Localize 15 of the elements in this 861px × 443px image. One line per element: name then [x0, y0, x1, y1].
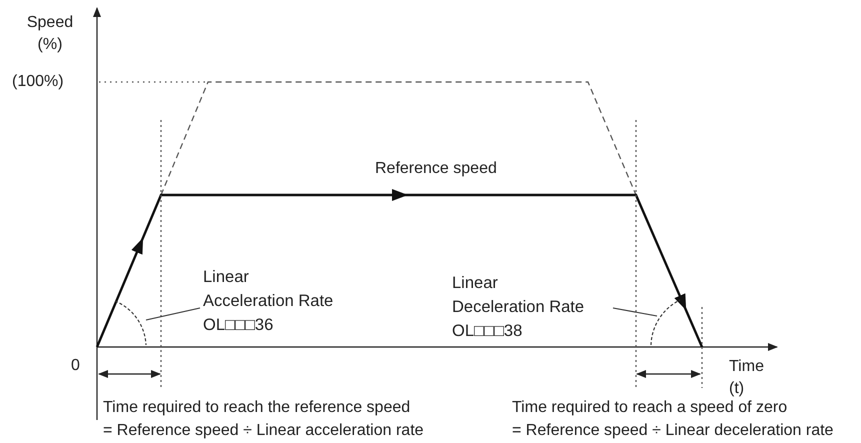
callout-text: Linear Acceleration Rate OL□□□36	[203, 265, 339, 337]
formula-text: = Reference speed ÷ Linear acceleration rate	[103, 421, 424, 440]
leader-line	[146, 307, 200, 321]
callout-text: Linear Deceleration Rate OL□□□38	[452, 271, 588, 343]
description-text: Time required to reach the reference speed	[103, 398, 410, 417]
formula-text: = Reference speed ÷ Linear deceleration rate	[512, 421, 834, 440]
description-text: Time required to reach a speed of zero	[512, 398, 788, 417]
tick-label: 0	[71, 356, 80, 375]
angle-arc	[650, 300, 680, 346]
leader-line	[612, 307, 658, 317]
axis-title: Speed (%)	[26, 13, 74, 55]
axis-title: Time (t)	[729, 357, 765, 399]
angle-arc	[114, 300, 147, 346]
tick-label: (100%)	[12, 72, 64, 91]
profile-label: Reference speed	[375, 159, 497, 178]
